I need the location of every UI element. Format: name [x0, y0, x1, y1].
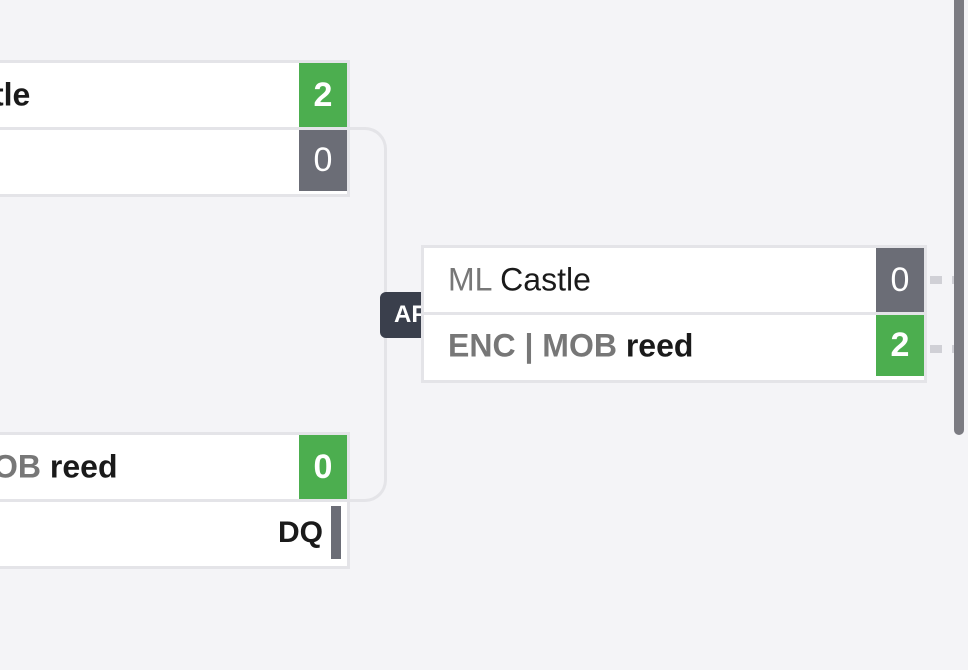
player-name: ML Castle — [448, 262, 591, 299]
score-badge: 0 — [299, 435, 347, 499]
dq-status: DQ — [278, 515, 323, 549]
match-next-player-1[interactable]: ML Castle 0 — [424, 248, 924, 312]
next-round-connector — [930, 276, 968, 284]
player-name: tle — [0, 76, 31, 113]
match-bottom-player-2[interactable]: DQ — [0, 499, 347, 563]
player-name-text: reed — [49, 448, 118, 485]
player-name-text: Castle — [500, 261, 591, 298]
player-name: ENC | MOB reed — [448, 327, 693, 364]
player-name: OB reed — [0, 449, 117, 486]
team-tag: ENC | MOB — [448, 327, 617, 363]
player-name-text: reed — [625, 327, 694, 363]
team-tag: ML — [448, 261, 492, 298]
team-tag: OB — [0, 448, 41, 485]
match-top[interactable]: tle 2 0 — [0, 60, 350, 197]
score-badge: 2 — [876, 315, 924, 376]
match-bottom[interactable]: OB reed 0 DQ — [0, 432, 350, 569]
match-top-player-2[interactable]: 0 — [0, 127, 347, 191]
match-bottom-player-1[interactable]: OB reed 0 — [0, 435, 347, 499]
match-top-player-1[interactable]: tle 2 — [0, 63, 347, 127]
score-badge: 0 — [299, 130, 347, 191]
dq-indicator — [331, 506, 341, 559]
match-next[interactable]: ML Castle 0 ENC | MOB reed 2 — [421, 245, 927, 383]
score-badge: 0 — [876, 248, 924, 312]
scrollbar[interactable] — [954, 0, 964, 435]
match-next-player-2[interactable]: ENC | MOB reed 2 — [424, 312, 924, 376]
score-badge: 2 — [299, 63, 347, 127]
next-round-connector — [930, 345, 968, 353]
